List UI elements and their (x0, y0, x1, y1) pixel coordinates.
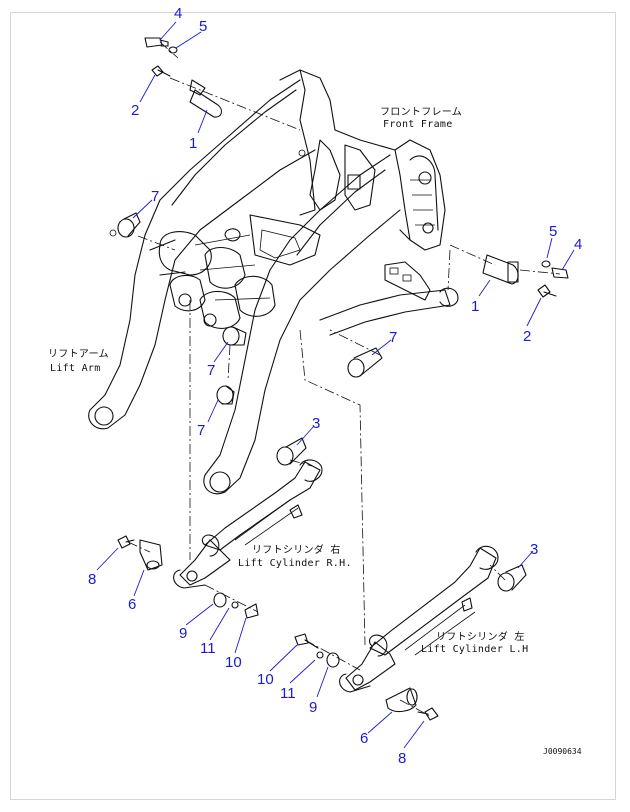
callout-6-rh: 6 (128, 596, 136, 613)
callout-1-right: 1 (471, 298, 479, 315)
callout-8-rh: 8 (88, 571, 96, 588)
drawing-code: J0090634 (543, 747, 582, 756)
lift-cylinder-rh-label-jp: リフトシリンダ 右 (252, 543, 341, 556)
callout-11-rh: 11 (200, 640, 216, 657)
callout-3-lh: 3 (530, 541, 538, 558)
centerlines (127, 41, 561, 717)
callout-4-top: 4 (174, 5, 182, 22)
callout-2-right: 2 (523, 328, 531, 345)
callout-10-lh: 10 (257, 671, 274, 688)
lift-cylinder-rh-drawing (173, 459, 323, 589)
front-frame-label-jp: フロントフレーム (380, 106, 462, 118)
callout-6-lh: 6 (360, 730, 368, 747)
lift-cylinder-rh-label-en: Lift Cylinder R.H. (238, 558, 352, 569)
hardware-parts (117, 37, 569, 721)
lift-arm-drawing (88, 79, 401, 495)
lift-cylinder-lh-label-jp: リフトシリンダ 左 (436, 630, 525, 643)
front-frame-label-en: Front Frame (383, 119, 453, 130)
callout-7-center: 7 (207, 362, 215, 379)
callout-7-left: 7 (151, 188, 159, 205)
lift-cylinder-lh-label-en: Lift Cylinder L.H (421, 644, 528, 655)
callout-11-lh: 11 (280, 685, 296, 702)
callout-8-lh: 8 (398, 750, 406, 767)
callout-5-right: 5 (549, 223, 557, 240)
callout-leaders (96, 21, 575, 749)
callout-numbers: 4 5 2 1 7 5 4 1 2 7 7 7 3 3 8 6 9 11 10 … (88, 5, 582, 767)
part-labels: フロントフレーム Front Frame リフトアーム Lift Arm リフト… (48, 106, 582, 756)
callout-9-rh: 9 (179, 625, 187, 642)
lift-cylinder-lh-drawing (339, 545, 499, 693)
lift-arm-label-en: Lift Arm (50, 363, 101, 374)
callout-10-rh: 10 (225, 654, 242, 671)
callout-7-lower: 7 (197, 422, 205, 439)
callout-5-top: 5 (199, 18, 207, 35)
callout-1-left: 1 (189, 135, 197, 152)
callout-7-right: 7 (389, 329, 397, 346)
front-frame-drawing (249, 69, 459, 336)
callout-4-right: 4 (574, 236, 582, 253)
diagram-frame (10, 12, 616, 800)
callout-3-rh: 3 (312, 415, 320, 432)
callout-9-lh: 9 (309, 699, 317, 716)
callout-2-top: 2 (131, 102, 139, 119)
lift-arm-label-jp: リフトアーム (48, 348, 109, 360)
